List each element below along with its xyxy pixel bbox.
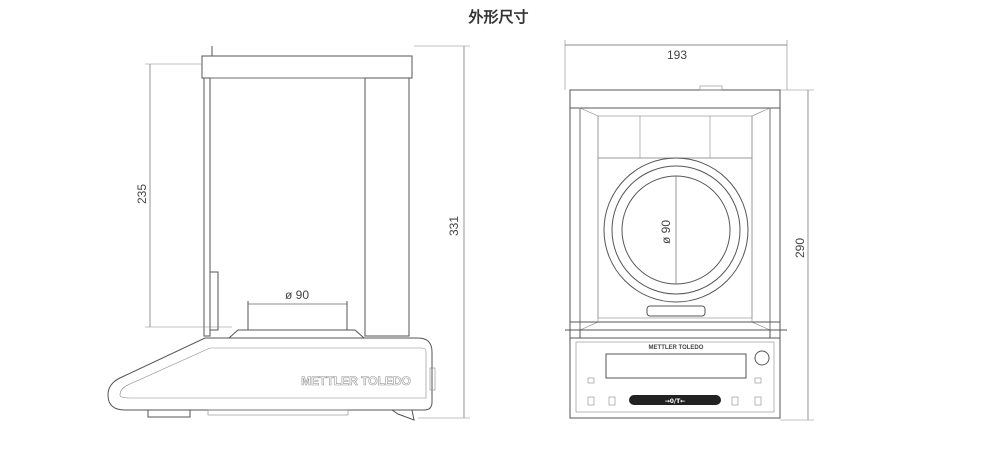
front-width-label: 193 — [667, 48, 687, 62]
front-top-cover — [569, 89, 781, 109]
front-base — [569, 337, 781, 419]
front-view: 193 290 ø 90 METTLER TOLEDO — [564, 40, 814, 421]
front-right-panel — [769, 107, 781, 339]
side-foot-right — [390, 409, 415, 421]
diagram-title: 外形尺寸 — [468, 8, 529, 26]
front-level-indicator — [754, 350, 770, 366]
side-height-chamber-label: 235 — [135, 184, 149, 204]
side-top-cover — [201, 55, 413, 79]
side-foot-left — [147, 409, 191, 418]
side-left-frame — [203, 77, 211, 337]
side-right-frame — [364, 77, 410, 337]
front-left-panel — [569, 107, 581, 339]
front-pan-ring — [603, 157, 749, 303]
front-terminal — [575, 341, 775, 413]
front-tare-key-label: →0/T← — [665, 398, 686, 405]
side-brand-logo: METTLER TOLEDO — [301, 374, 411, 388]
front-pan-diameter-label: ø 90 — [659, 220, 673, 244]
side-height-total-label: 331 — [447, 216, 461, 236]
side-door-handle — [209, 271, 219, 331]
front-brand-logo: METTLER TOLEDO — [649, 345, 704, 351]
front-door-handle — [646, 305, 706, 317]
front-tare-key — [629, 395, 721, 405]
side-base-body — [107, 337, 433, 411]
front-depth-label: 290 — [793, 238, 807, 258]
front-display — [605, 353, 747, 379]
side-weighing-pan — [227, 329, 366, 339]
side-view: METTLER TOLEDO 235 331 ø 90 — [107, 45, 470, 421]
front-pan-ring-inner — [611, 165, 741, 295]
side-pan-diameter-label: ø 90 — [285, 288, 309, 302]
